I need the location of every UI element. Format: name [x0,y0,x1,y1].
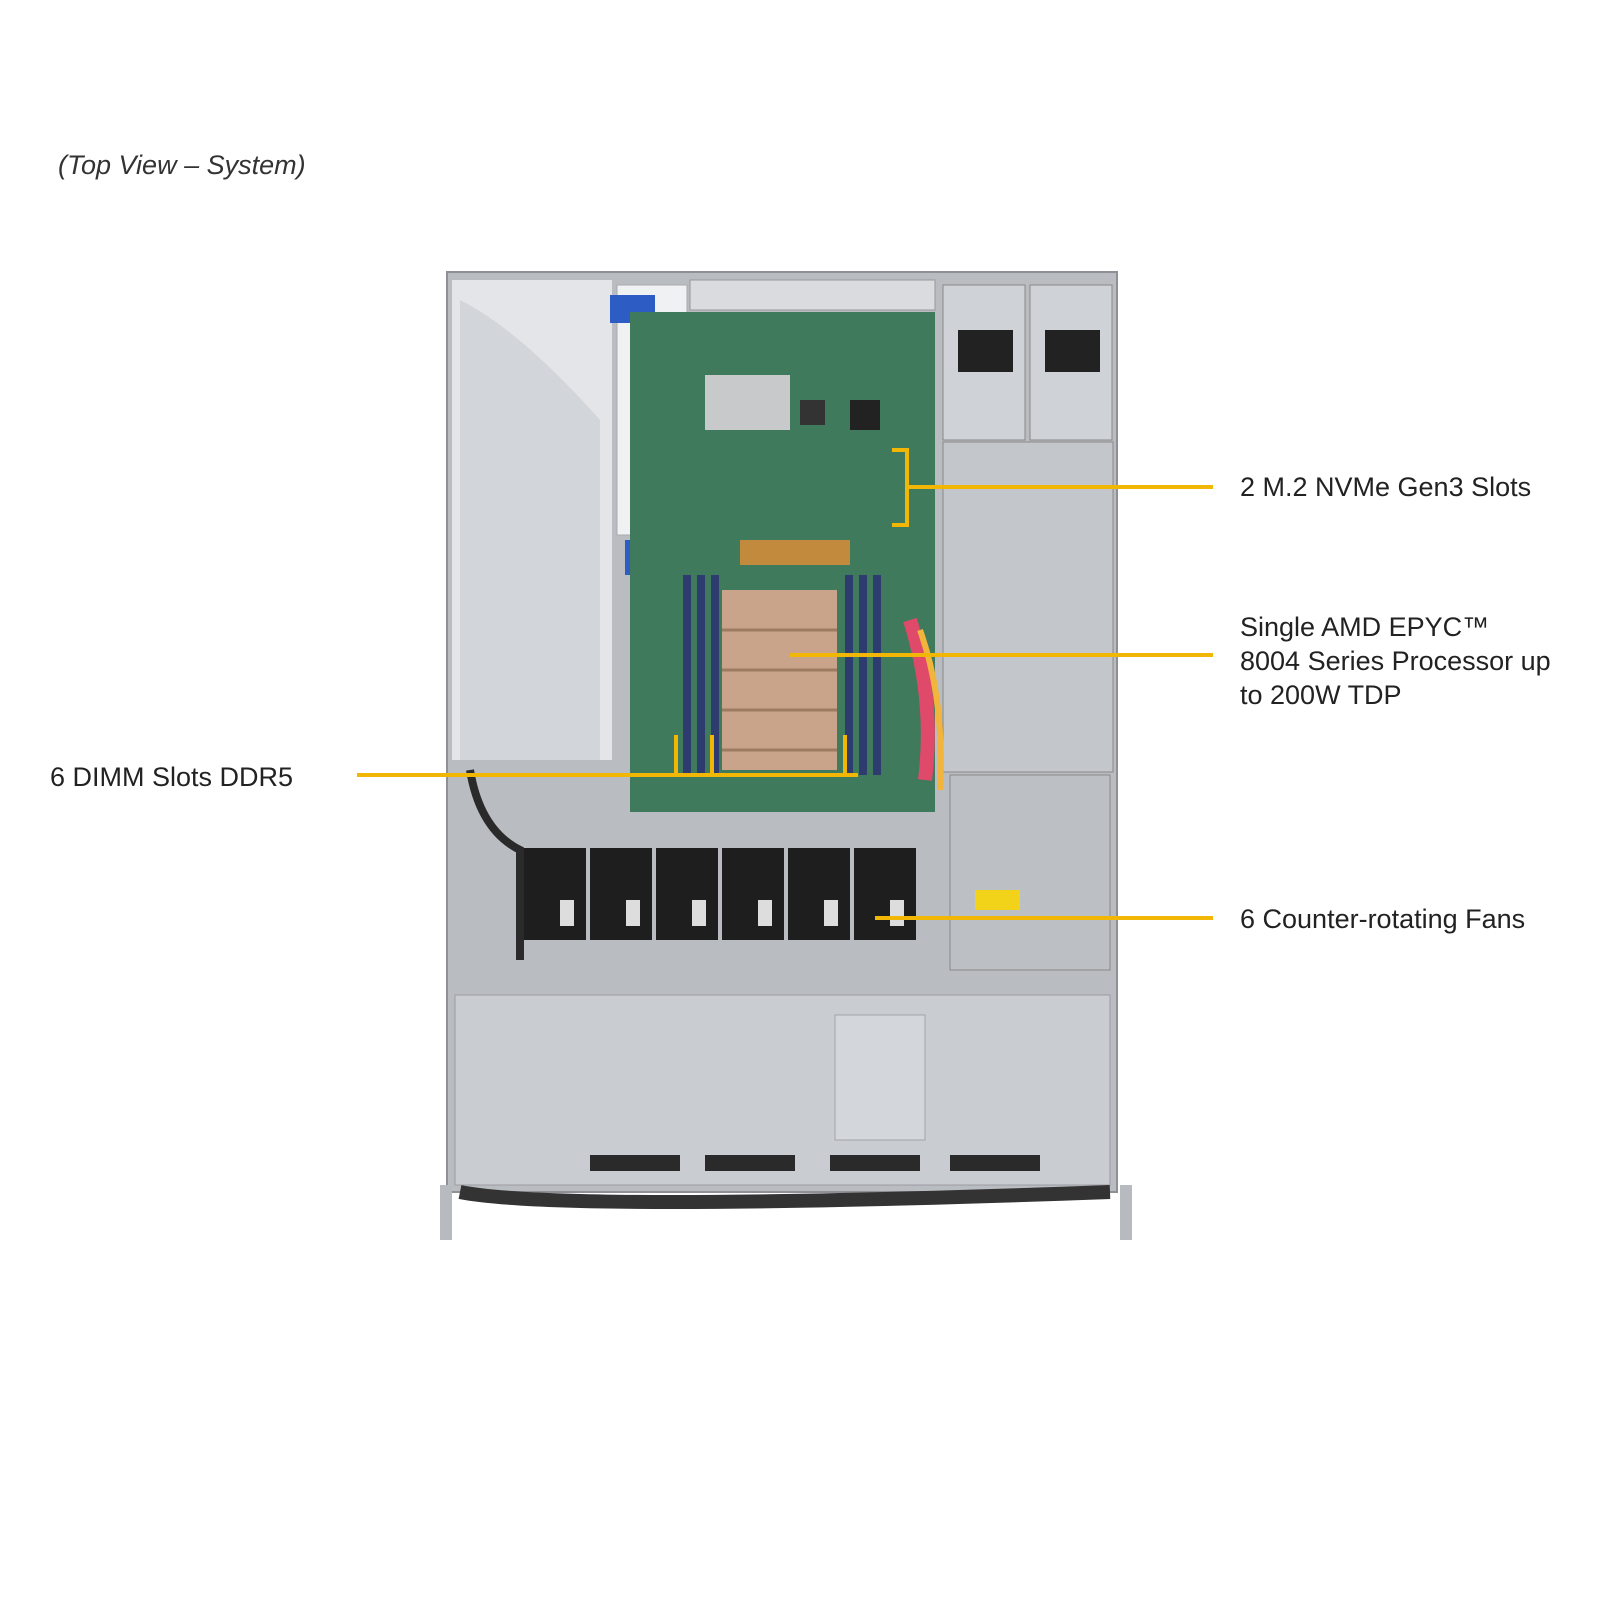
callout-lines [357,448,1213,920]
power-supplies [942,284,1114,971]
cpu-label: Single AMD EPYC™ 8004 Series Processor u… [1240,610,1551,712]
cpu-heatsink [722,590,837,770]
m2-slots-label: 2 M.2 NVMe Gen3 Slots [1240,472,1532,502]
front-bay [440,994,1132,1240]
cpu-label-line-2: 8004 Series Processor up [1240,646,1551,676]
fan-array [524,848,916,940]
view-title: (Top View – System) [58,150,306,180]
dimm-callout-line [357,735,858,777]
fans-label: 6 Counter-rotating Fans [1240,904,1526,934]
dimm-slots [683,575,881,775]
motherboard [630,312,935,812]
dimm-slots-label: 6 DIMM Slots DDR5 [50,762,294,792]
cpu-label-line-1: Single AMD EPYC™ [1240,612,1490,642]
m2-callout-line [892,448,1213,527]
cpu-label-line-3: to 200W TDP [1240,680,1402,710]
cables [466,617,944,960]
